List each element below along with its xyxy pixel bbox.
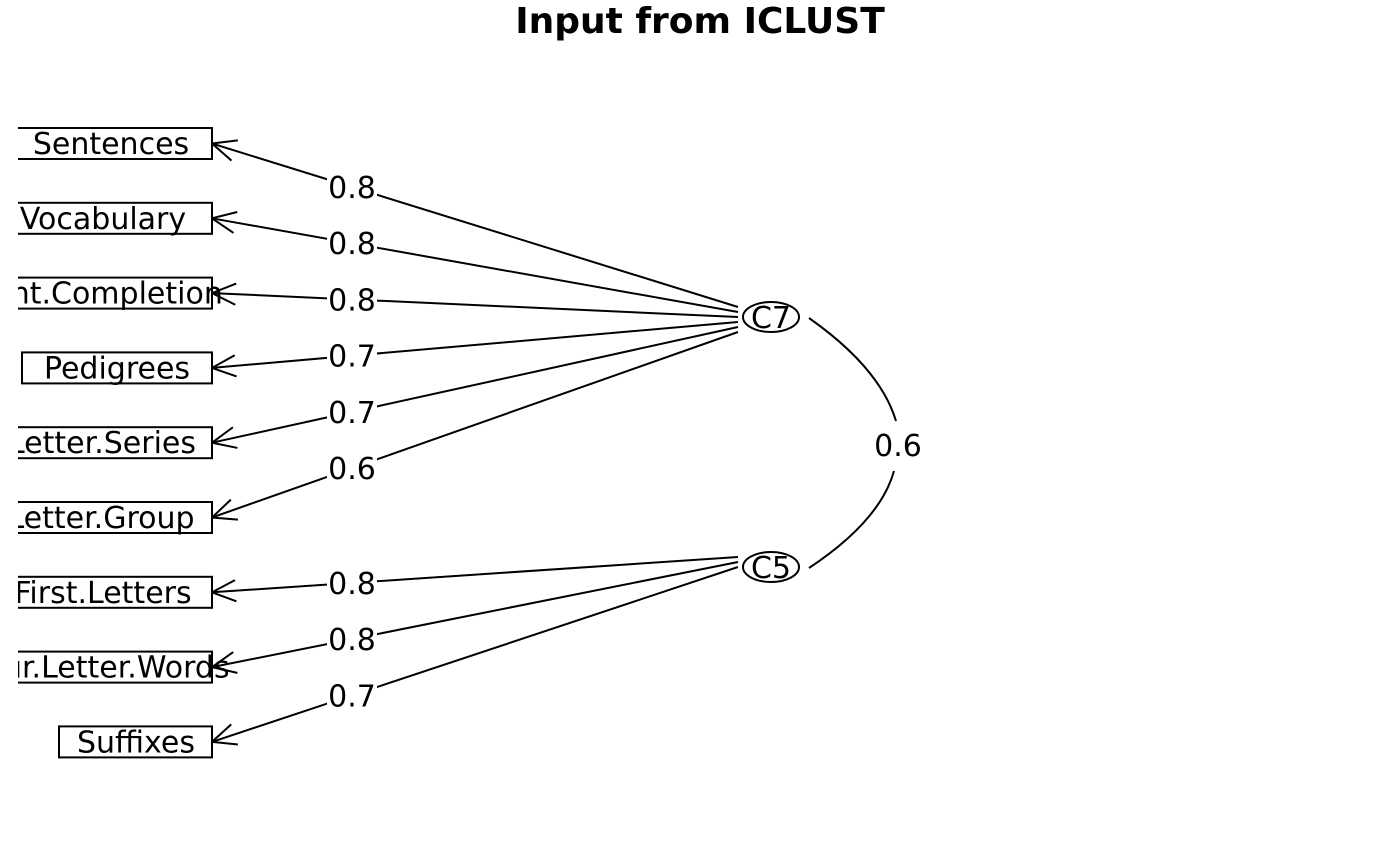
loading-value: 0.8 bbox=[328, 227, 376, 262]
edge-line bbox=[211, 142, 739, 308]
variable-node: Sent.Completion bbox=[0, 276, 223, 312]
variable-node: First.Letters bbox=[14, 575, 213, 611]
loading-edge: 0.7 bbox=[209, 321, 739, 378]
correlation-value: 0.6 bbox=[874, 429, 922, 464]
variable-node: Four.Letter.Words bbox=[0, 650, 230, 686]
variable-box bbox=[18, 575, 213, 609]
loading-value: 0.8 bbox=[328, 171, 376, 206]
variable-box bbox=[18, 276, 213, 310]
factor-label: C5 bbox=[751, 551, 791, 586]
loading-value: 0.7 bbox=[328, 679, 376, 714]
edge-line bbox=[211, 292, 739, 318]
loading-value: 0.8 bbox=[328, 283, 376, 318]
variable-node: Pedigrees bbox=[21, 351, 213, 386]
variable-node: Letter.Series bbox=[8, 426, 213, 461]
edge-line bbox=[211, 566, 739, 743]
loading-edge: 0.7 bbox=[209, 566, 739, 746]
loading-edge: 0.8 bbox=[209, 561, 739, 674]
variable-box bbox=[21, 351, 213, 385]
variable-box bbox=[18, 127, 213, 160]
factor-correlation: 0.6 bbox=[808, 317, 922, 569]
variable-label: Four.Letter.Words bbox=[0, 651, 230, 686]
variable-label: Letter.Group bbox=[7, 501, 194, 536]
loading-value: 0.8 bbox=[328, 623, 376, 658]
loading-value: 0.8 bbox=[328, 567, 376, 602]
variable-label: Suffixes bbox=[77, 725, 195, 760]
factor-ellipse bbox=[742, 301, 800, 333]
loading-label-bg bbox=[327, 625, 377, 654]
loading-label-bg bbox=[327, 341, 377, 370]
variable-box bbox=[18, 650, 213, 684]
variable-node: Letter.Group bbox=[7, 501, 213, 536]
loading-label-bg bbox=[327, 397, 377, 426]
variable-label: Pedigrees bbox=[44, 351, 190, 386]
variable-label: First.Letters bbox=[14, 576, 191, 611]
loading-label-bg bbox=[327, 454, 377, 483]
variable-label: Letter.Series bbox=[8, 426, 196, 461]
loading-edge: 0.8 bbox=[209, 211, 739, 313]
loading-edge: 0.7 bbox=[209, 326, 739, 449]
loading-value: 0.7 bbox=[328, 396, 376, 431]
variable-label: Vocabulary bbox=[20, 202, 186, 237]
edge-line bbox=[211, 331, 739, 519]
factor-node: C7 bbox=[742, 301, 800, 336]
variable-box bbox=[58, 725, 213, 759]
loading-value: 0.6 bbox=[328, 452, 376, 487]
correlation-curve-upper bbox=[808, 317, 897, 422]
variable-box bbox=[18, 201, 213, 235]
variable-label: Sent.Completion bbox=[0, 277, 223, 312]
loading-label-bg bbox=[327, 229, 377, 258]
variable-node: Vocabulary bbox=[18, 201, 213, 237]
loading-edge: 0.8 bbox=[209, 282, 739, 318]
loading-label-bg bbox=[327, 681, 377, 710]
loading-label-bg bbox=[327, 568, 377, 597]
variable-box bbox=[18, 501, 213, 534]
loading-value: 0.7 bbox=[328, 340, 376, 375]
loading-label-bg bbox=[327, 173, 377, 202]
variable-box bbox=[18, 426, 213, 460]
loading-edge: 0.8 bbox=[209, 556, 739, 603]
edge-line bbox=[211, 217, 739, 313]
variable-node: Suffixes bbox=[58, 725, 213, 760]
edge-line bbox=[211, 556, 739, 594]
loading-edge: 0.8 bbox=[209, 139, 739, 308]
factor-node: C5 bbox=[742, 551, 800, 586]
diagram-title: Input from ICLUST bbox=[515, 1, 885, 42]
variable-node: Sentences bbox=[18, 127, 213, 162]
variable-label: Sentences bbox=[33, 127, 189, 162]
loading-label-bg bbox=[327, 285, 377, 314]
edge-line bbox=[211, 326, 739, 444]
factor-ellipse bbox=[742, 551, 800, 583]
edge-line bbox=[211, 561, 739, 669]
edge-line bbox=[211, 321, 739, 369]
correlation-curve-lower bbox=[808, 470, 895, 569]
factor-label: C7 bbox=[751, 301, 791, 336]
